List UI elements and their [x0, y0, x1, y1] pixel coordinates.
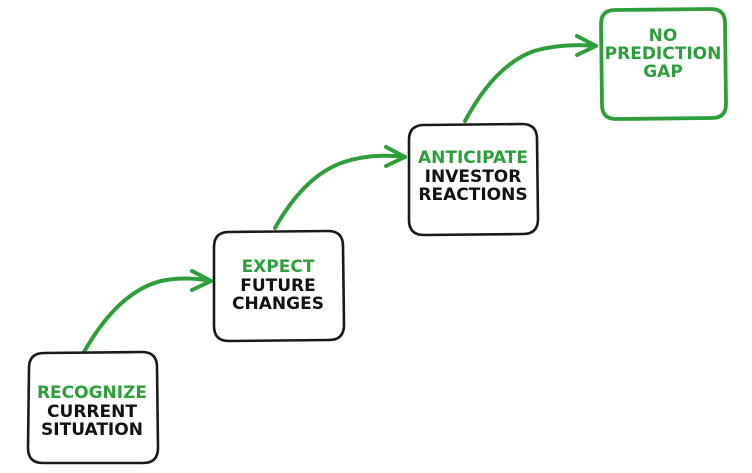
connector-arrow-2 — [273, 153, 407, 230]
step-recognize: RECOGNIZE CURRENT SITUATION — [26, 350, 160, 465]
step-box-2 — [212, 229, 346, 343]
step-3-highlight: ANTICIPATE — [418, 148, 528, 168]
arrow-head-1 — [190, 269, 213, 292]
connectors — [82, 34, 598, 354]
step-box-3 — [407, 122, 540, 237]
arrow-head-2 — [384, 145, 407, 168]
final-step-line-1: NO — [649, 26, 678, 46]
step-1-line-2: SITUATION — [41, 420, 143, 440]
step-expect: EXPECT FUTURE CHANGES — [212, 229, 346, 343]
final-step-box — [599, 7, 728, 121]
step-3-line-1: INVESTOR — [425, 167, 522, 187]
connector-arrow-1 — [82, 276, 213, 354]
step-no-prediction-gap: NO PREDICTION GAP — [599, 7, 728, 121]
arrow-head-3 — [575, 34, 598, 57]
step-box-1 — [26, 350, 160, 465]
step-1-highlight: RECOGNIZE — [37, 383, 147, 403]
step-2-highlight: EXPECT — [242, 257, 315, 277]
step-anticipate: ANTICIPATE INVESTOR REACTIONS — [407, 122, 540, 237]
step-2-line-1: FUTURE — [240, 276, 316, 296]
step-1-line-1: CURRENT — [47, 402, 137, 422]
step-3-line-2: REACTIONS — [418, 185, 527, 205]
step-2-line-2: CHANGES — [232, 294, 324, 314]
connector-arrow-3 — [463, 43, 598, 123]
final-step-line-3: GAP — [643, 62, 683, 82]
final-step-line-2: PREDICTION — [605, 44, 722, 64]
